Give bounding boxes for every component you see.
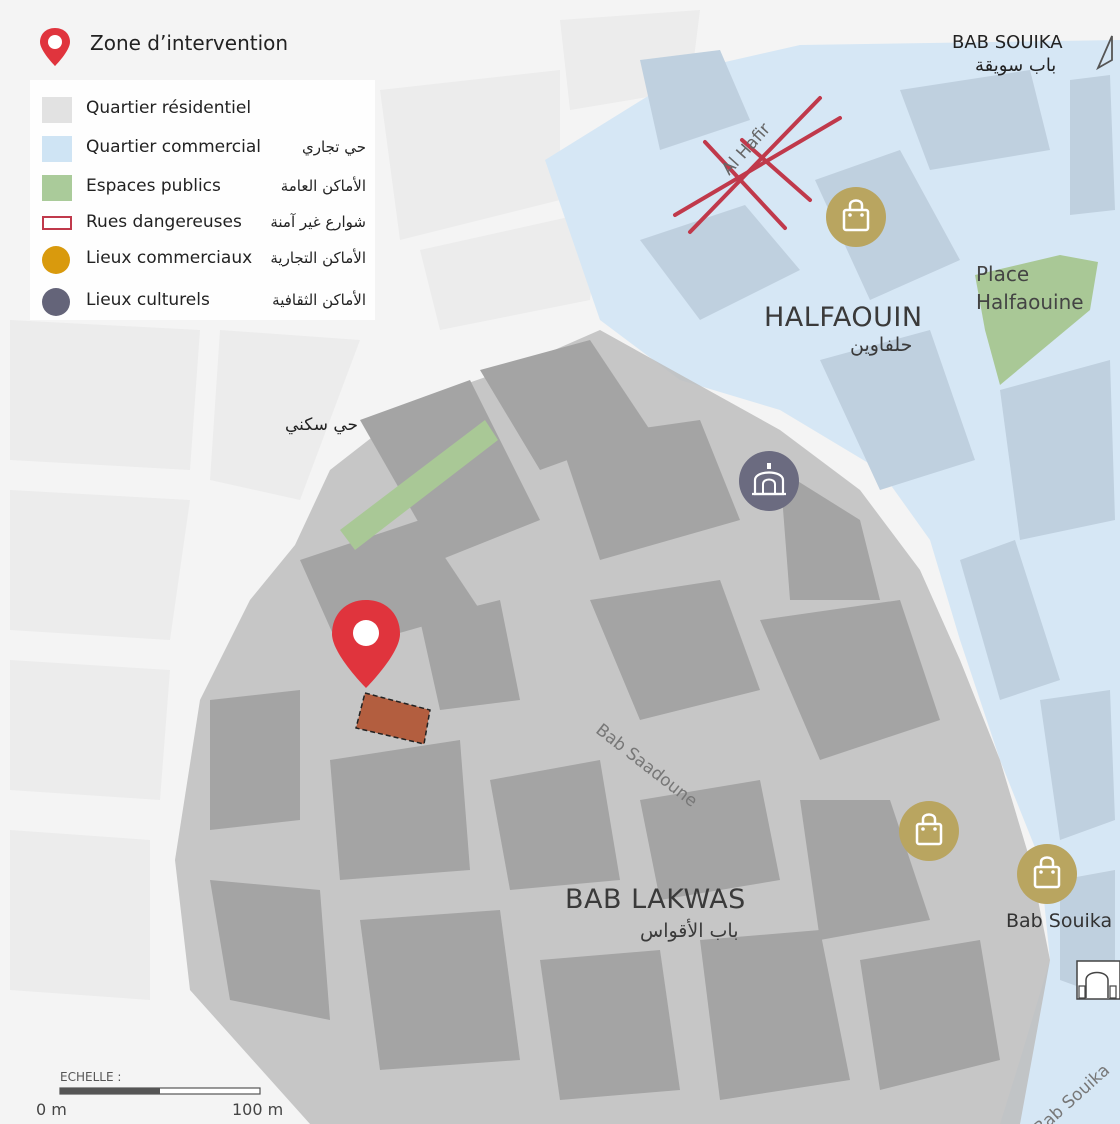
public-spaces	[340, 255, 1098, 550]
danger-street-marker	[673, 96, 842, 234]
residential-district	[175, 330, 1050, 1124]
legend-label-ar: حي تجاري	[302, 138, 366, 156]
zone-legend-header: Zone d’intervention	[36, 26, 356, 66]
legend-item-culture: Lieux culturels الأماكن الثقافية	[42, 286, 372, 316]
legend-label-fr: Espaces publics	[86, 176, 221, 196]
legend-label-ar: شوارع غير آمنة	[270, 213, 366, 231]
shopping-bag-icon[interactable]	[898, 800, 960, 862]
place-halfaouine-line1: Place	[976, 262, 1030, 286]
zone-label: Zone d’intervention	[90, 31, 289, 55]
public-swatch	[42, 175, 72, 201]
commercial-swatch	[42, 136, 72, 162]
shopping-bag-icon[interactable]	[1016, 843, 1078, 905]
north-label-fr: BAB SOUIKA	[952, 32, 1063, 53]
legend-item-commercial: Quartier commercial حي تجاري	[42, 133, 372, 163]
legend-label-fr: Lieux commerciaux	[86, 248, 253, 268]
legend: Quartier résidentiel Quartier commercial…	[30, 80, 375, 320]
culture-dot	[42, 288, 70, 316]
intervention-site	[355, 692, 431, 745]
commercial-district	[545, 40, 1120, 1124]
scale-start: 0 m	[36, 1100, 67, 1119]
shopping-bag-icon[interactable]	[825, 186, 887, 248]
district-bab-lakwas-ar: باب الأقواس	[640, 920, 739, 942]
residential-swatch	[42, 97, 72, 123]
danger-swatch	[42, 216, 72, 230]
place-bab-souika: Bab Souika	[1006, 910, 1113, 932]
map-pin-icon[interactable]	[332, 600, 400, 688]
legend-item-public: Espaces publics الأماكن العامة	[42, 172, 372, 202]
north-label-ar: باب سويقة	[975, 55, 1057, 76]
map-pin-icon	[40, 28, 70, 66]
place-halfaouine-line2: Halfaouine	[976, 290, 1084, 314]
scale-title: ECHELLE :	[60, 1070, 122, 1084]
commerce-dot	[42, 246, 70, 274]
district-halfaouin-ar: حلفاوين	[850, 334, 913, 356]
north-arrow-icon	[1096, 35, 1113, 71]
legend-label-fr: Quartier résidentiel	[86, 98, 252, 118]
legend-item-residential: Quartier résidentiel	[42, 94, 372, 124]
legend-label-fr: Lieux culturels	[86, 290, 210, 310]
scale-bar	[59, 1087, 261, 1095]
legend-label-fr: Rues dangereuses	[86, 212, 242, 232]
legend-item-commerce: Lieux commerciaux الأماكن التجارية	[42, 244, 372, 274]
mosque-dome-icon[interactable]	[738, 450, 800, 512]
legend-label-fr: Quartier commercial	[86, 137, 261, 157]
legend-label-ar: الأماكن الثقافية	[272, 291, 366, 309]
legend-label-ar: الأماكن التجارية	[270, 249, 366, 267]
legend-item-danger: Rues dangereuses شوارع غير آمنة	[42, 208, 372, 238]
legend-label-ar: الأماكن العامة	[280, 177, 366, 195]
background-blocks	[10, 10, 700, 1000]
district-bab-lakwas: BAB LAKWAS	[565, 884, 746, 915]
city-gate-icon[interactable]	[1074, 958, 1120, 1002]
district-halfaouin: HALFAOUIN	[764, 302, 923, 333]
scale-end: 100 m	[232, 1100, 284, 1119]
residential-area-ar: حي سكني	[285, 415, 359, 435]
